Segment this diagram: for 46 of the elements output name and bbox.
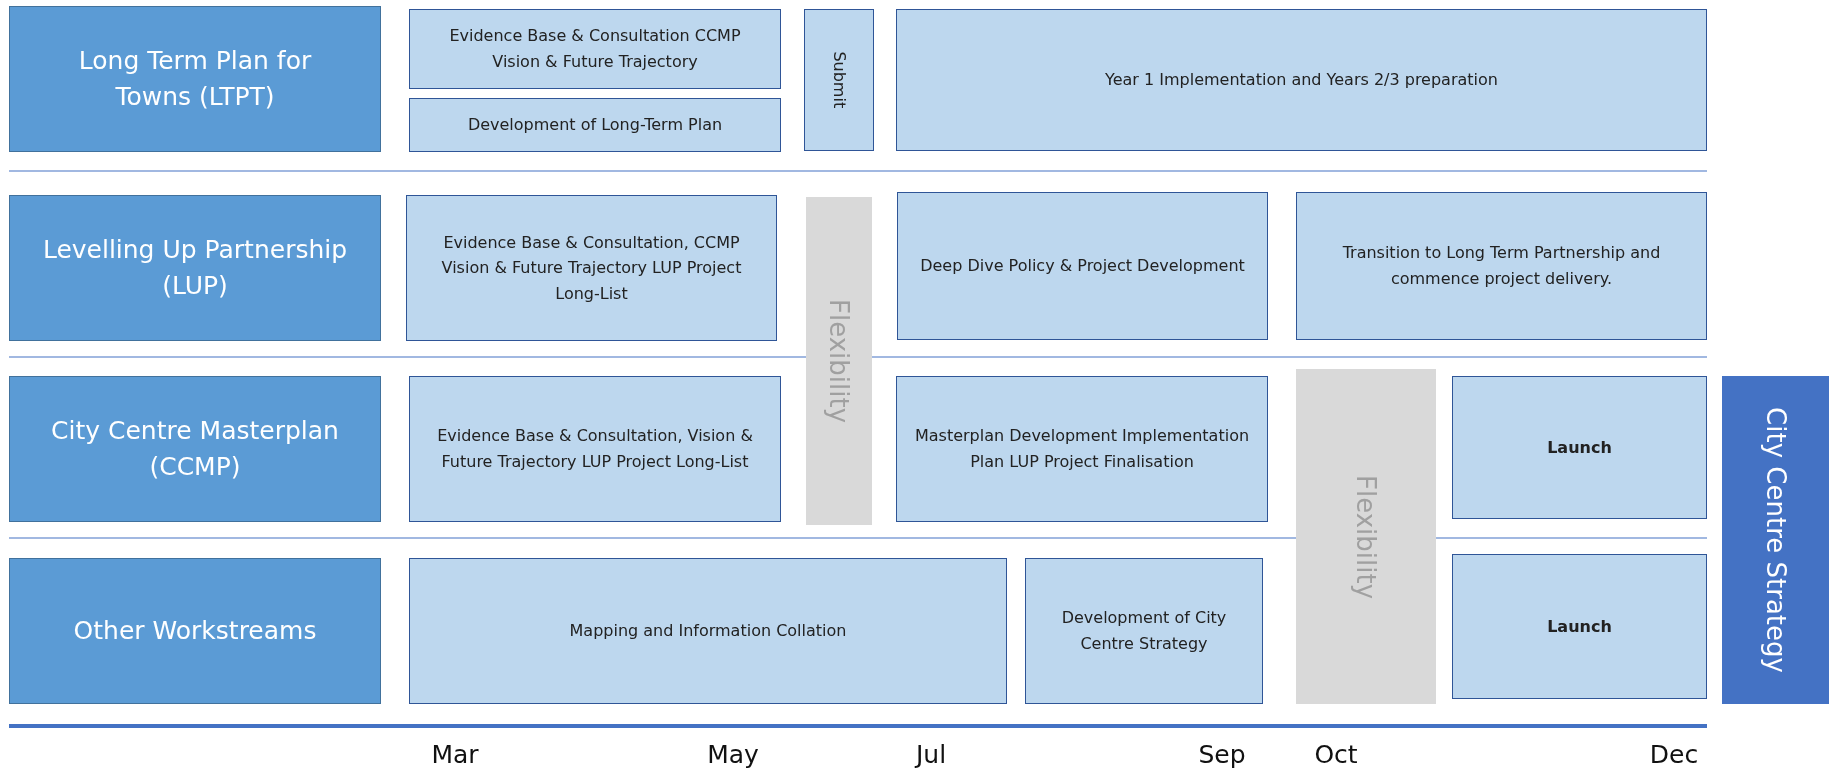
month-label: Sep — [1198, 740, 1246, 769]
task-label: City Centre Strategy — [1760, 407, 1791, 673]
row-title: Levelling Up Partnership (LUP) — [41, 233, 349, 302]
task-label: Evidence Base & Consultation CCMP Vision & Future Trajectory — [448, 25, 742, 73]
task-label: Development of Long-Term Plan — [467, 114, 723, 137]
task-label: Launch — [1547, 436, 1612, 459]
band-label: Flexibility — [824, 298, 854, 424]
task-label: Year 1 Implementation and Years 2/3 preparation — [1105, 69, 1498, 92]
flexibility-band — [1296, 369, 1436, 704]
month-label: Oct — [1314, 740, 1358, 769]
task-bar — [897, 192, 1268, 340]
flexibility-band — [806, 197, 872, 525]
task-label: Launch — [1547, 615, 1612, 638]
task-bar — [804, 9, 874, 151]
milestone-bar — [1452, 554, 1707, 699]
task-bar — [409, 558, 1007, 704]
row-header — [9, 376, 381, 522]
task-bar — [409, 9, 781, 89]
task-bar — [1296, 192, 1707, 340]
outcome-bar — [1722, 376, 1829, 704]
row-title: Long Term Plan for Towns (LTPT) — [77, 44, 313, 113]
task-label: Evidence Base & Consultation, Vision & Future Trajectory LUP Project Long-List — [436, 425, 754, 473]
month-label: May — [707, 740, 759, 769]
milestone-bar — [1452, 376, 1707, 519]
month-label: Jul — [915, 740, 947, 769]
row-title: Other Workstreams — [73, 614, 317, 647]
task-bar — [409, 376, 781, 522]
band-label: Flexibility — [1351, 474, 1381, 599]
task-label: Transition to Long Term Partnership and commence project delivery. — [1341, 242, 1662, 290]
task-bar — [1025, 558, 1263, 704]
month-label: Mar — [431, 740, 479, 769]
task-label: Submit — [828, 51, 850, 109]
task-bar — [409, 98, 781, 152]
task-bar — [896, 376, 1268, 522]
task-label: Masterplan Development Implementation Plan LUP Project Finalisation — [913, 425, 1251, 473]
row-header — [9, 195, 381, 341]
task-label: Development of City Centre Strategy — [1060, 607, 1228, 655]
task-bar — [896, 9, 1707, 151]
task-label: Mapping and Information Collation — [569, 620, 847, 643]
row-title: City Centre Masterplan (CCMP) — [50, 414, 340, 483]
row-header — [9, 558, 381, 704]
task-label: Evidence Base & Consultation, CCMP Vision & Future Trajectory LUP Project Long-List — [440, 231, 743, 305]
task-bar — [406, 195, 777, 341]
row-header — [9, 6, 381, 152]
task-label: Deep Dive Policy & Project Development — [920, 255, 1245, 278]
month-label: Dec — [1649, 740, 1699, 769]
